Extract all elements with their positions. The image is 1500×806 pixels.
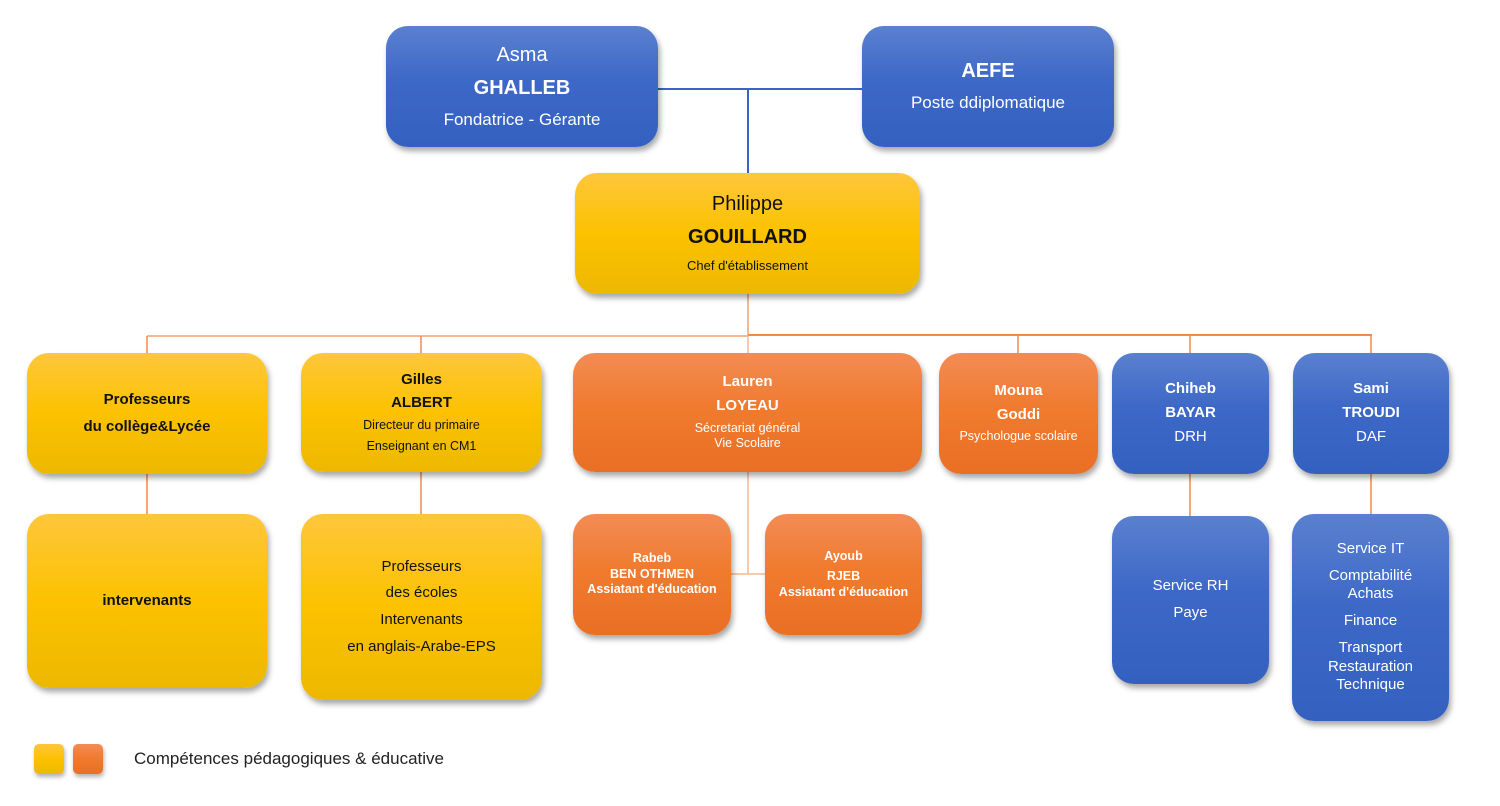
ecoles-line3: Intervenants xyxy=(380,611,463,628)
troudi-role: DAF xyxy=(1356,427,1386,445)
rjeb-last-name: RJEB xyxy=(826,569,861,584)
albert-role2: Enseignant en CM1 xyxy=(366,438,477,453)
ecoles-line2: des écoles xyxy=(385,584,458,602)
node-troudi: Sami TROUDI DAF xyxy=(1293,353,1449,474)
daf-comptabilite: Comptabilité xyxy=(1328,566,1413,584)
legend-swatch-yellow xyxy=(34,744,64,774)
rjeb-role: Assiatant d'éducation xyxy=(778,584,909,599)
ghalleb-role: Fondatrice - Gérante xyxy=(443,109,601,129)
node-aefe: AEFE Poste ddiplomatique xyxy=(862,26,1114,147)
daf-service-it: Service IT xyxy=(1336,539,1405,557)
node-bayar: Chiheb BAYAR DRH xyxy=(1112,353,1269,474)
legend-swatch-orange xyxy=(73,744,103,774)
bayar-last-name: BAYAR xyxy=(1165,404,1216,422)
node-professeurs-college-lycee: Professeurs du collège&Lycée xyxy=(27,353,267,474)
daf-achats: Achats xyxy=(1347,585,1394,603)
bayar-role: DRH xyxy=(1174,427,1207,445)
troudi-first-name: Sami xyxy=(1353,380,1389,398)
node-gouillard: Philippe GOUILLARD Chef d'établissement xyxy=(575,173,920,294)
daf-transport: Transport xyxy=(1338,638,1403,656)
benothmen-first-name: Rabeb xyxy=(632,551,672,566)
node-intervenants: intervenants xyxy=(27,514,267,688)
loyeau-last-name: LOYEAU xyxy=(716,396,779,414)
service-rh-line2: Paye xyxy=(1173,604,1208,621)
goddi-last-name: Goddi xyxy=(996,405,1041,423)
ghalleb-first-name: Asma xyxy=(496,43,548,66)
node-professeurs-ecoles: Professeurs des écoles Intervenants en a… xyxy=(301,514,542,700)
goddi-first-name: Mouna xyxy=(994,381,1043,399)
intervenants-label: intervenants xyxy=(102,591,192,609)
loyeau-role1: Sécretariat général xyxy=(694,420,801,435)
loyeau-first-name: Lauren xyxy=(722,373,773,391)
daf-technique: Technique xyxy=(1336,676,1405,694)
albert-first-name: Gilles xyxy=(401,370,442,388)
troudi-last-name: TROUDI xyxy=(1342,404,1400,422)
node-albert: Gilles ALBERT Directeur du primaire Ense… xyxy=(301,353,542,472)
gouillard-last-name: GOUILLARD xyxy=(688,226,807,249)
node-service-rh: Service RH Paye xyxy=(1112,516,1269,684)
albert-last-name: ALBERT xyxy=(391,394,452,412)
node-rjeb: Ayoub RJEB Assiatant d'éducation xyxy=(765,514,922,635)
goddi-role: Psychologue scolaire xyxy=(959,429,1078,444)
ecoles-line4: en anglais-Arabe-EPS xyxy=(347,637,496,655)
gouillard-role: Chef d'établissement xyxy=(687,258,808,274)
benothmen-last-name: BEN OTHMEN xyxy=(609,566,695,581)
professeurs-line1: Professeurs xyxy=(103,390,191,408)
daf-finance: Finance xyxy=(1343,612,1398,630)
node-ben-othmen: Rabeb BEN OTHMEN Assiatant d'éducation xyxy=(573,514,731,635)
rjeb-first-name: Ayoub xyxy=(824,548,863,563)
aefe-title: AEFE xyxy=(961,60,1015,83)
bayar-first-name: Chiheb xyxy=(1165,380,1216,398)
node-goddi: Mouna Goddi Psychologue scolaire xyxy=(939,353,1098,474)
ghalleb-last-name: GHALLEB xyxy=(473,76,571,99)
albert-role1: Directeur du primaire xyxy=(363,418,480,433)
aefe-subtitle: Poste ddiplomatique xyxy=(910,93,1066,113)
legend-label: Compétences pédagogiques & éducative xyxy=(134,749,444,768)
benothmen-role: Assiatant d'éducation xyxy=(587,582,717,597)
gouillard-first-name: Philippe xyxy=(711,193,784,216)
professeurs-line2: du collège&Lycée xyxy=(83,417,211,435)
node-ghalleb: Asma GHALLEB Fondatrice - Gérante xyxy=(386,26,658,147)
daf-restauration: Restauration xyxy=(1327,657,1414,675)
ecoles-line1: Professeurs xyxy=(381,557,462,575)
node-loyeau: Lauren LOYEAU Sécretariat général Vie Sc… xyxy=(573,353,922,472)
loyeau-role2: Vie Scolaire xyxy=(714,436,781,451)
node-services-daf: Service IT Comptabilité Achats Finance T… xyxy=(1292,514,1449,721)
service-rh-line1: Service RH xyxy=(1152,577,1229,595)
